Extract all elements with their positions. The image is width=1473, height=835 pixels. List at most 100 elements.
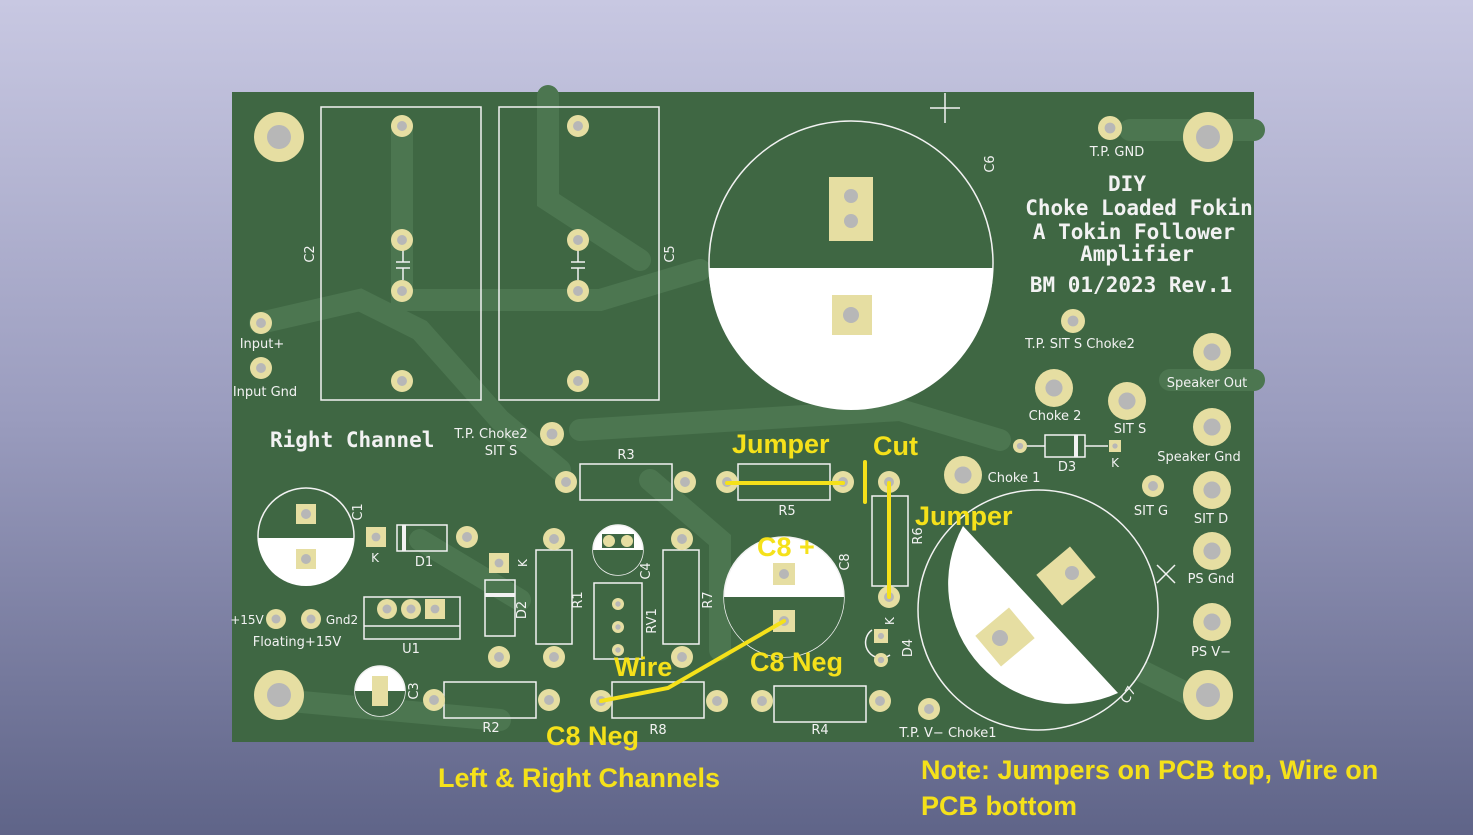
diode-d3-pad xyxy=(1109,440,1121,452)
revision-label: BM 01/2023 Rev.1 xyxy=(1030,273,1232,297)
connector-pad xyxy=(266,609,286,629)
ref-d3: D3 xyxy=(1058,460,1076,475)
diode-d3-pad xyxy=(1013,439,1027,453)
title-line-1: DIY xyxy=(1108,172,1146,196)
component-pad xyxy=(488,646,510,668)
component-pad xyxy=(538,689,560,711)
annotation-left-right-channels: Left & Right Channels xyxy=(438,763,720,793)
ps-vminus-label: PS V− xyxy=(1191,645,1231,660)
capacitor-c4 xyxy=(592,524,644,576)
tp-choke2-label: T.P. Choke2 xyxy=(453,427,527,442)
choke1-label: Choke 1 xyxy=(988,471,1041,486)
ref-c3: C3 xyxy=(407,682,422,699)
component-pad xyxy=(751,690,773,712)
component-pad xyxy=(555,471,577,493)
note-line-2: PCB bottom xyxy=(921,791,1077,821)
capacitor-c7 xyxy=(917,489,1176,731)
silkscreen-labels: T.P. GND T.P. SIT S Choke2 Speaker Out C… xyxy=(230,145,1247,741)
connector-pad xyxy=(944,456,982,494)
ref-r5: R5 xyxy=(778,504,795,519)
capacitor-c5-outline xyxy=(498,106,660,401)
connector-pad xyxy=(1193,532,1231,570)
component-pad xyxy=(706,690,728,712)
annotation-jumper-right: Jumper xyxy=(915,501,1013,531)
mounting-hole xyxy=(1183,112,1233,162)
component-pad xyxy=(674,471,696,493)
input-plus-label: Input+ xyxy=(240,337,285,352)
ref-d1: D1 xyxy=(415,555,433,570)
ref-c4: C4 xyxy=(639,562,654,579)
ref-r7: R7 xyxy=(701,591,716,608)
connector-pad xyxy=(1193,333,1231,371)
regulator-pad-square xyxy=(425,599,445,619)
component-pads xyxy=(366,115,1121,712)
connector-pad xyxy=(1108,382,1146,420)
connector-pad xyxy=(1098,116,1122,140)
sit-g-label: SIT G xyxy=(1134,504,1168,519)
component-pad xyxy=(567,370,589,392)
ref-c6: C6 xyxy=(983,155,998,172)
gnd2-label: Gnd2 xyxy=(326,613,358,627)
annotation-c8-neg-bottom: C8 Neg xyxy=(546,721,639,751)
component-pad xyxy=(671,646,693,668)
connector-pad xyxy=(1061,309,1085,333)
ref-k-d2: K xyxy=(516,558,530,567)
component-pad xyxy=(456,526,478,548)
trimmer-pad xyxy=(612,598,624,610)
component-pad xyxy=(391,229,413,251)
speaker-gnd-label: Speaker Gnd xyxy=(1157,450,1241,465)
diode-d4-pad xyxy=(874,629,888,643)
component-pad xyxy=(567,229,589,251)
ref-c5: C5 xyxy=(663,245,678,262)
mounting-hole xyxy=(254,112,304,162)
input-gnd-label: Input Gnd xyxy=(233,385,297,400)
connector-pad xyxy=(540,422,564,446)
ref-r8: R8 xyxy=(649,723,666,738)
sit-d-label: SIT D xyxy=(1194,512,1228,527)
title-line-2: Choke Loaded Fokin xyxy=(1025,196,1253,220)
connector-pad xyxy=(918,698,940,720)
component-pad xyxy=(391,280,413,302)
capacitor-c6 xyxy=(708,93,994,410)
silkscreen-title: DIY Choke Loaded Fokin A Tokin Follower … xyxy=(1025,172,1253,297)
channel-label: Right Channel xyxy=(270,428,434,452)
tp-choke2-sub-label: SIT S xyxy=(485,444,517,459)
connector-pads xyxy=(250,116,1231,720)
speaker-out-label: Speaker Out xyxy=(1167,376,1248,391)
annotation-wire: Wire xyxy=(614,652,672,682)
regulator-pad xyxy=(377,599,397,619)
component-pad xyxy=(543,646,565,668)
floating-15v-label: Floating+15V xyxy=(253,635,342,650)
title-line-3: A Tokin Follower xyxy=(1033,220,1235,244)
note-line-1: Note: Jumpers on PCB top, Wire on xyxy=(921,755,1379,785)
ref-rv1: RV1 xyxy=(645,608,660,634)
ref-r3: R3 xyxy=(617,448,634,463)
component-pad xyxy=(671,528,693,550)
component-pad xyxy=(391,115,413,137)
tp-gnd-label: T.P. GND xyxy=(1089,145,1144,160)
ref-k-d4: K xyxy=(883,616,897,625)
connector-pad xyxy=(1035,369,1073,407)
capacitor-c1 xyxy=(257,487,355,586)
mounting-hole xyxy=(254,670,304,720)
ref-r4: R4 xyxy=(811,723,828,738)
ref-d2: D2 xyxy=(515,601,530,619)
tp-sit-s-choke2-label: T.P. SIT S Choke2 xyxy=(1024,337,1135,352)
annotation-c8-plus: C8 + xyxy=(757,532,815,562)
regulator-pad xyxy=(401,599,421,619)
ref-r6: R6 xyxy=(911,527,926,544)
annotation-cut: Cut xyxy=(873,431,918,461)
sit-s-label: SIT S xyxy=(1114,422,1146,437)
component-pad-square xyxy=(366,527,386,547)
capacitor-c2-outline xyxy=(320,106,482,401)
diode-d4-pad xyxy=(874,653,888,667)
tp-vminus-choke1-label: T.P. V− Choke1 xyxy=(898,726,996,741)
mounting-hole xyxy=(1183,670,1233,720)
component-pad xyxy=(869,690,891,712)
connector-pad xyxy=(1193,408,1231,446)
component-pad xyxy=(543,528,565,550)
ref-r2: R2 xyxy=(482,721,499,736)
ref-r1: R1 xyxy=(571,591,586,608)
component-pad xyxy=(567,115,589,137)
